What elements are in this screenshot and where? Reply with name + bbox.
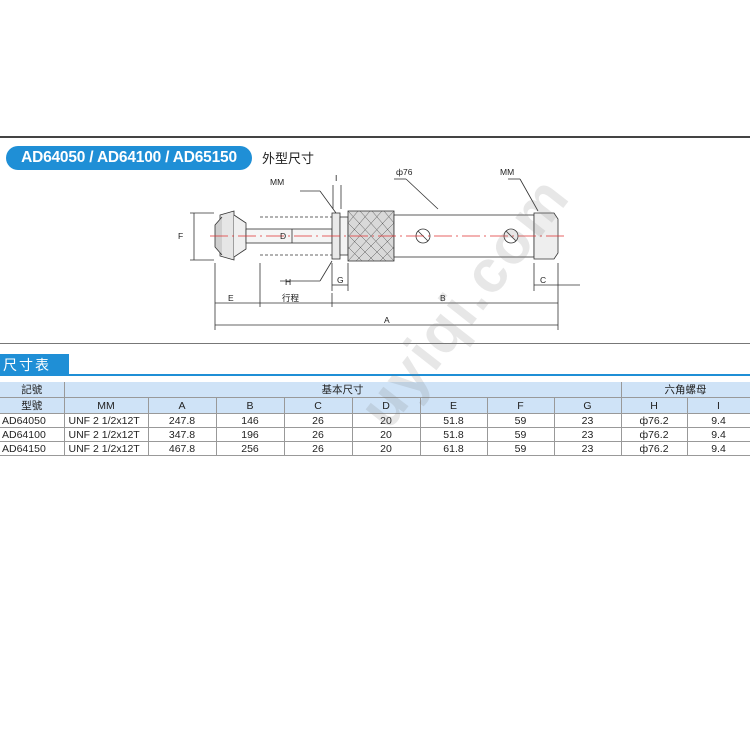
cell-i: 9.4 xyxy=(687,441,750,456)
cell-f: 59 xyxy=(487,441,555,456)
cell-h: ф76.2 xyxy=(621,441,688,456)
shock-absorber-drawing: MM I ф76 MM F D H G C E 行程 B A xyxy=(178,167,580,330)
dimension-table-title: 尺寸表 xyxy=(0,354,69,376)
cell-b: 196 xyxy=(216,427,285,442)
cell-h: ф76.2 xyxy=(621,413,688,428)
cell-e: 61.8 xyxy=(420,441,488,456)
cell-c: 26 xyxy=(284,413,353,428)
cell-e: 51.8 xyxy=(420,413,488,428)
label-g: G xyxy=(337,275,344,285)
label-h: H xyxy=(285,277,291,287)
row-model: AD64050 xyxy=(0,413,65,428)
label-c: C xyxy=(540,275,546,285)
table-row: AD64100 UNF 2 1/2x12T 347.8 196 26 20 51… xyxy=(0,427,750,442)
cell-g: 23 xyxy=(554,427,622,442)
table-row: AD64150 UNF 2 1/2x12T 467.8 256 26 20 61… xyxy=(0,441,750,456)
cell-mm: UNF 2 1/2x12T xyxy=(64,427,149,442)
cell-f: 59 xyxy=(487,427,555,442)
cell-f: 59 xyxy=(487,413,555,428)
models-title: AD64050 / AD64100 / AD65150 xyxy=(6,146,252,170)
cell-h: ф76.2 xyxy=(621,427,688,442)
outline-title: 外型尺寸 xyxy=(262,151,315,166)
cell-a: 347.8 xyxy=(148,427,217,442)
top-rule xyxy=(0,136,750,138)
group-basic: 基本尺寸 xyxy=(64,382,622,398)
cell-i: 9.4 xyxy=(687,413,750,428)
label-b: B xyxy=(440,293,446,303)
cell-g: 23 xyxy=(554,413,622,428)
cell-mm: UNF 2 1/2x12T xyxy=(64,441,149,456)
cell-a: 467.8 xyxy=(148,441,217,456)
column-header: A xyxy=(148,397,217,414)
column-header: C xyxy=(284,397,353,414)
row-model: AD64150 xyxy=(0,441,65,456)
cell-i: 9.4 xyxy=(687,427,750,442)
cell-b: 146 xyxy=(216,413,285,428)
column-header: I xyxy=(687,397,750,414)
table-row: AD64050 UNF 2 1/2x12T 247.8 146 26 20 51… xyxy=(0,413,750,428)
cell-e: 51.8 xyxy=(420,427,488,442)
label-phi76: ф76 xyxy=(396,167,413,177)
column-header: MM xyxy=(64,397,149,414)
label-f: F xyxy=(178,231,183,241)
column-header: H xyxy=(621,397,688,414)
corner-top: 記號 xyxy=(0,382,65,398)
cell-d: 20 xyxy=(352,427,421,442)
cell-g: 23 xyxy=(554,441,622,456)
column-header: G xyxy=(554,397,622,414)
corner-bottom: 型號 xyxy=(0,397,65,414)
label-mm-right: MM xyxy=(500,167,514,177)
cell-d: 20 xyxy=(352,441,421,456)
cell-c: 26 xyxy=(284,427,353,442)
label-a: A xyxy=(384,315,390,325)
section-bar xyxy=(66,374,750,376)
column-header: B xyxy=(216,397,285,414)
label-e: E xyxy=(228,293,234,303)
label-d: D xyxy=(280,231,286,241)
label-stroke: 行程 xyxy=(282,293,300,303)
column-header: D xyxy=(352,397,421,414)
cell-c: 26 xyxy=(284,441,353,456)
row-model: AD64100 xyxy=(0,427,65,442)
group-nut: 六角螺母 xyxy=(621,382,750,398)
label-i: I xyxy=(335,173,337,183)
column-header: F xyxy=(487,397,555,414)
cell-b: 256 xyxy=(216,441,285,456)
cell-a: 247.8 xyxy=(148,413,217,428)
cell-mm: UNF 2 1/2x12T xyxy=(64,413,149,428)
cell-d: 20 xyxy=(352,413,421,428)
label-mm-left: MM xyxy=(270,177,284,187)
middle-rule xyxy=(0,343,750,344)
column-header: E xyxy=(420,397,488,414)
dimension-table: 記號 基本尺寸 六角螺母 型號 MM A B C D E F G H I AD6… xyxy=(0,382,750,456)
